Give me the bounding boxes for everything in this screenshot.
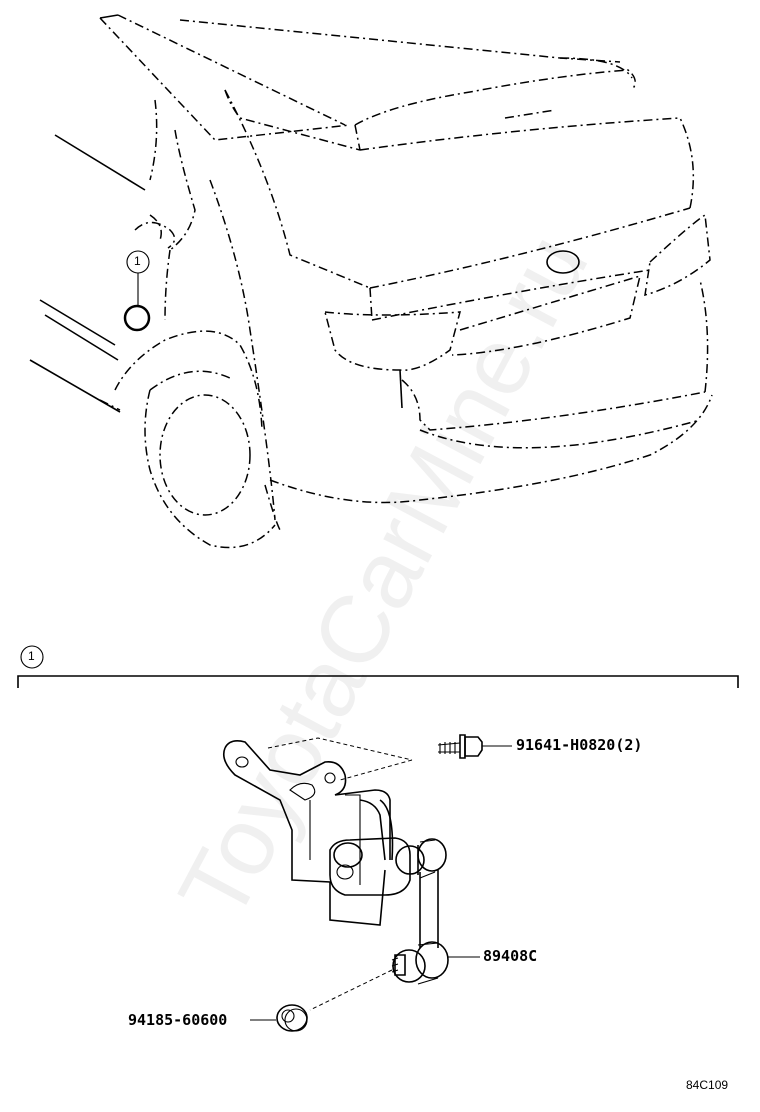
- section-callout-number: 1: [28, 649, 35, 663]
- figure-reference: 84C109: [686, 1078, 729, 1092]
- bolt-alignment-line: [339, 759, 413, 781]
- detail-section-bracket: [17, 645, 739, 688]
- vehicle-callout-number: 1: [134, 254, 141, 268]
- bolt-91641: [437, 734, 512, 759]
- vehicle-callout-1: [123, 250, 151, 332]
- part-number-94185[interactable]: 94185-60600: [128, 1011, 228, 1029]
- part-number-91641[interactable]: 91641-H0820(2): [516, 736, 643, 754]
- height-sensor-assembly: [222, 740, 480, 985]
- bracket-flange-dashed: [267, 737, 413, 761]
- part-number-89408c[interactable]: 89408C: [483, 947, 538, 965]
- nut-94185: [250, 969, 393, 1032]
- vehicle-rear-outline: [29, 14, 713, 549]
